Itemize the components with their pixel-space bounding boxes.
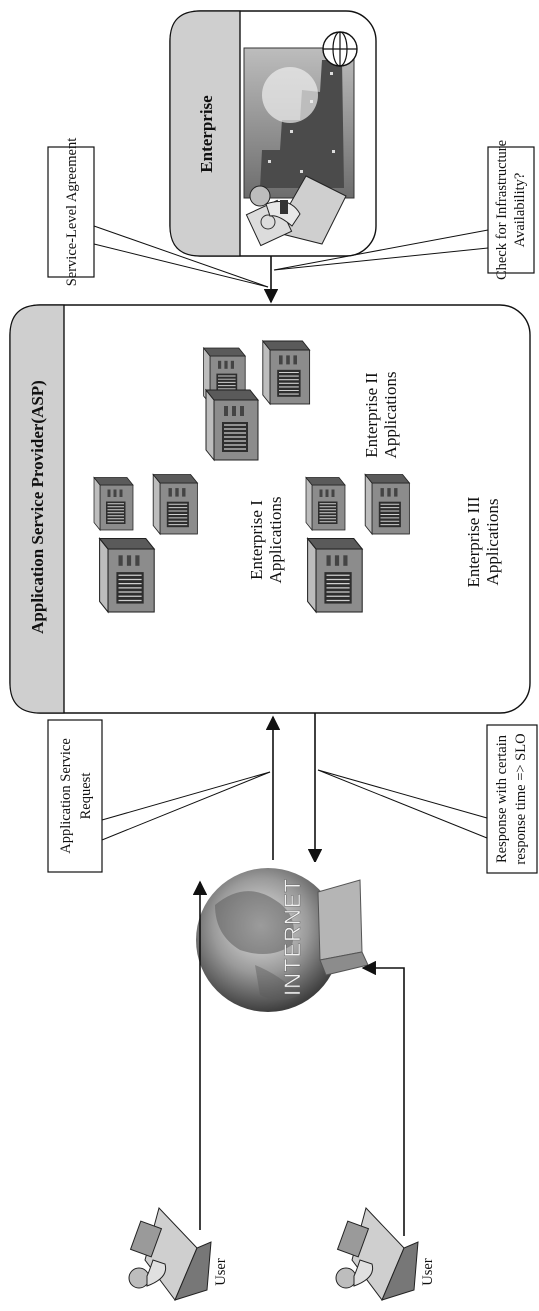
infra-text-line1: Check for Infrastructure — [494, 140, 510, 280]
response-text-line2: response time => SLO — [513, 733, 529, 864]
user-top-label: User — [213, 1258, 229, 1286]
infra-text-line2: Availability? — [512, 173, 528, 248]
user-bottom-arrow — [361, 960, 405, 1236]
user-top-avatar — [128, 1207, 212, 1301]
asp-panel: Application Service Provider(ASP) Enterp… — [9, 304, 531, 714]
user-bottom-avatar — [335, 1207, 419, 1301]
internet-label: INTERNET — [280, 878, 305, 996]
enterprise-i-label-line2: Applications — [266, 497, 285, 584]
sla-text: Service-Level Agreement — [64, 138, 80, 287]
request-callout: Application Service Request — [47, 719, 271, 873]
user-bottom-label: User — [420, 1258, 436, 1286]
response-callout: Response with certain response time => S… — [317, 724, 538, 874]
enterprise-ii-label-line2: Applications — [381, 372, 400, 459]
request-text-line2: Request — [78, 773, 94, 820]
response-text-line1: Response with certain — [494, 734, 510, 863]
enterprise-i-label-line1: Enterprise I — [247, 500, 266, 580]
enterprise-panel: Enterprise — [169, 10, 377, 257]
enterprise-iii-label-line1: Enterprise III — [464, 496, 483, 587]
enterprise-ii-label-line1: Enterprise II — [362, 372, 381, 458]
enterprise-iii-label-line2: Applications — [483, 499, 502, 586]
internet-globe-icon: INTERNET — [196, 862, 369, 1012]
sla-callout: Service-Level Agreement — [47, 138, 269, 288]
infra-callout: Check for Infrastructure Availability? — [273, 140, 535, 280]
enterprise-title: Enterprise — [197, 95, 216, 173]
enterprise-illustration — [243, 31, 358, 247]
request-text-line1: Application Service — [58, 738, 74, 854]
enterprise-globe-icon — [322, 31, 358, 67]
asp-title: Application Service Provider(ASP) — [28, 380, 47, 634]
